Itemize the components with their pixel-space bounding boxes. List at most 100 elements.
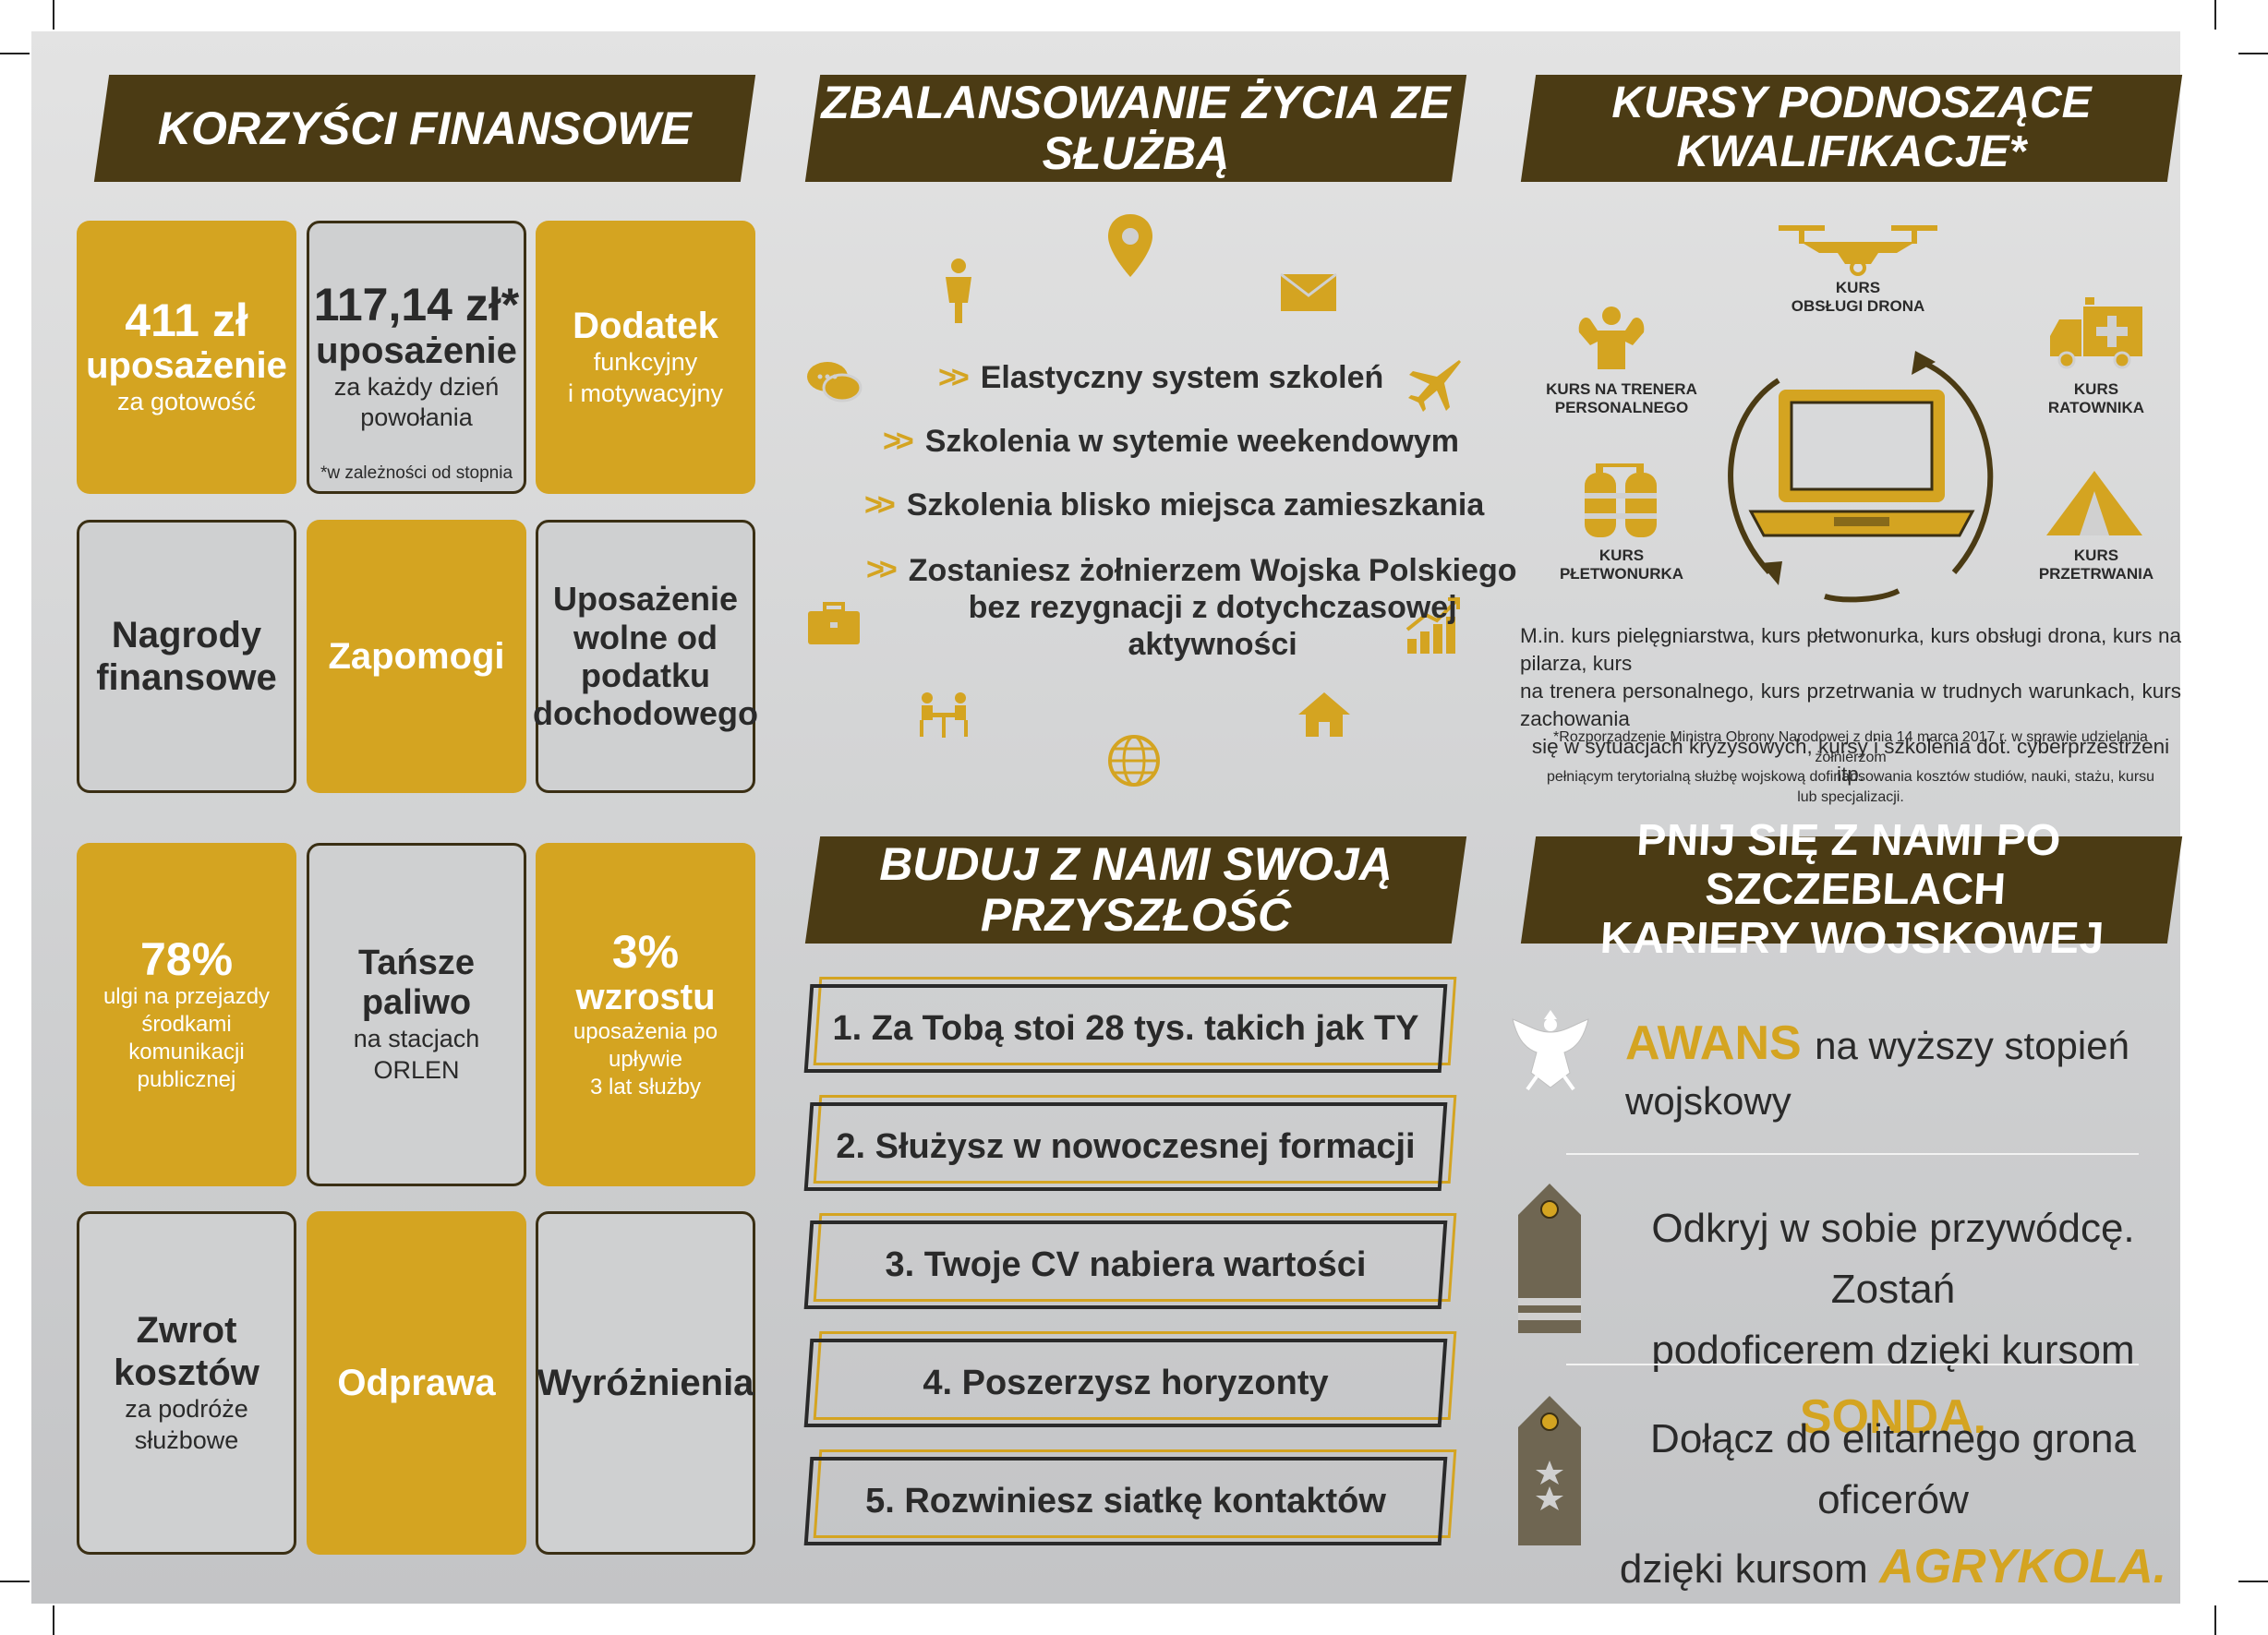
- career-nco-highlight: SONDA.: [1799, 1390, 1987, 1444]
- tile-benefits: Zapomogi: [307, 520, 526, 793]
- drone-icon: [1779, 225, 1937, 276]
- course-line: RATOWNIKA: [2047, 399, 2145, 417]
- courses-description-line: się w sytuacjach kryzysowych, kursy i sz…: [1531, 734, 2170, 786]
- tile-label: wzrostu: [575, 977, 716, 1018]
- courses-description-line: na trenera personalnego, kurs przetrwani…: [1520, 679, 2181, 730]
- course-line: OBSŁUGI DRONA: [1791, 297, 1925, 316]
- banner-career-line1: PNIJ SIĘ Z NAMI PO SZCZEBLACH: [1633, 815, 2064, 914]
- location-pin-icon: [1108, 214, 1152, 277]
- tile-sublabel: za gotowość: [116, 388, 257, 416]
- tile-readiness-pay: 411 zł uposażenie za gotowość: [77, 221, 296, 494]
- banner-future-text: BUDUJ Z NAMI SWOJĄ PRZYSZŁOŚĆ: [879, 838, 1393, 941]
- course-line: PRZETRWANIA: [2038, 565, 2154, 583]
- tile-label: Nagrody: [111, 615, 262, 655]
- banner-career-line2: KARIERY WOJSKOWEJ: [1596, 913, 2107, 963]
- tile-allowance: Dodatek funkcyjny i motywacyjny: [536, 221, 755, 494]
- courses-footnote-line: pełniącym terytorialną służbę wojskową d…: [1546, 769, 2155, 786]
- tile-daily-pay: 117,14 zł* uposażenie za każdy dzień pow…: [307, 221, 526, 494]
- career-nco-line1: Odkryj w sobie przywódcę. Zostań: [1651, 1206, 2135, 1312]
- crop-mark: [2238, 1581, 2268, 1582]
- crop-mark: [0, 1581, 30, 1582]
- course-line: KURS: [1598, 547, 1645, 564]
- future-item-4: 4. Poszerzysz horyzonty: [803, 1331, 1457, 1427]
- career-officer: Dołącz do elitarnego grona oficerów dzię…: [1607, 1409, 2179, 1603]
- future-item-text: 4. Poszerzysz horyzonty: [923, 1363, 1329, 1402]
- muscle-icon: [1578, 307, 1645, 369]
- tile-sublabel: i motywacyjny: [567, 379, 724, 407]
- tile-label: finansowe: [96, 657, 277, 698]
- tile-severance: Odprawa: [307, 1211, 526, 1555]
- career-officer-line2: dzięki kursom AGRYKOLA.: [1607, 1531, 2179, 1603]
- tile-label: wolne od podatku: [573, 618, 718, 694]
- divider-line: [1566, 1153, 2139, 1155]
- tile-value: 3%: [611, 925, 680, 978]
- double-chevron-icon: >>: [938, 360, 970, 395]
- banner-balance-text: ZBALANSOWANIE ŻYCIA ZE SŁUŻBĄ: [821, 77, 1451, 179]
- double-chevron-icon: >>: [866, 552, 898, 587]
- tile-sublabel: 3 lat służby: [589, 1075, 702, 1100]
- course-drone-label: KURS OBSŁUGI DRONA: [1756, 279, 1960, 317]
- double-chevron-icon: >>: [864, 487, 896, 523]
- tile-sublabel: za podróże służbowe: [125, 1395, 248, 1454]
- laptop-cycle-icon: [1728, 351, 1994, 603]
- career-promotion: AWANS na wyższy stopień wojskowy: [1625, 1016, 2179, 1126]
- banner-future: BUDUJ Z NAMI SWOJĄ PRZYSZŁOŚĆ: [804, 836, 1467, 944]
- courses-footnote: *Rozporządzenie Ministra Obrony Narodowe…: [1520, 727, 2181, 807]
- airplane-icon: [1408, 360, 1461, 412]
- tile-label: uposażenie: [316, 330, 517, 371]
- crop-mark: [2214, 0, 2216, 30]
- tile-distinctions: Wyróżnienia: [536, 1211, 755, 1555]
- tile-label: Zwrot kosztów: [114, 1310, 259, 1394]
- tile-value: 78%: [139, 932, 234, 985]
- banner-career: PNIJ SIĘ Z NAMI PO SZCZEBLACH KARIERY WO…: [1520, 816, 2183, 962]
- career-officer-highlight: AGRYKOLA.: [1879, 1540, 2167, 1593]
- tile-awards: Nagrody finansowe: [77, 520, 296, 793]
- diving-tank-icon: [1585, 463, 1657, 537]
- tile-footnote: *w zależności od stopnia: [320, 463, 513, 483]
- officer-epaulette-icon: [1518, 1396, 1581, 1545]
- crop-mark: [53, 0, 54, 30]
- meeting-icon: [920, 692, 968, 738]
- tile-sublabel: komunikacji publicznej: [128, 1040, 245, 1093]
- balance-item-line: aktywności: [1128, 627, 1297, 663]
- tile-label: Wyróżnienia: [537, 1363, 754, 1403]
- balance-item-text: Elastyczny system szkoleń: [980, 360, 1384, 395]
- course-line: PERSONALNEGO: [1554, 399, 1689, 417]
- future-item-3: 3. Twoje CV nabiera wartości: [803, 1213, 1457, 1309]
- envelope-icon: [1280, 273, 1337, 311]
- balance-item-text: Szkolenia w sytemie weekendowym: [924, 424, 1459, 459]
- future-item-text: 5. Rozwiniesz siatkę kontaktów: [865, 1481, 1386, 1521]
- balance-item-text: Szkolenia blisko miejsca zamieszkania: [906, 487, 1485, 523]
- career-promotion-highlight: AWANS: [1625, 1016, 1802, 1070]
- course-diver-label: KURS PŁETWONURKA: [1520, 547, 1723, 584]
- tile-label: uposażenie: [86, 345, 287, 387]
- course-line: KURS: [2073, 380, 2119, 398]
- tile-sublabel: ulgi na przejazdy środkami: [103, 984, 271, 1038]
- tile-sublabel: funkcyjny: [593, 348, 698, 377]
- banner-career-text: PNIJ SIĘ Z NAMI PO SZCZEBLACH KARIERY WO…: [1528, 816, 2175, 963]
- course-rescuer-label: KURS RATOWNIKA: [1995, 380, 2198, 418]
- banner-balance: ZBALANSOWANIE ŻYCIA ZE SŁUŻBĄ: [804, 75, 1467, 182]
- soldier-icon: [946, 258, 971, 323]
- future-item-2: 2. Służysz w nowoczesnej formacji: [803, 1095, 1457, 1191]
- tile-value: 117,14 zł*: [313, 279, 520, 331]
- tile-transport-discount: 78% ulgi na przejazdy środkami komunikac…: [77, 843, 296, 1186]
- banner-financial-text: KORZYŚCI FINANSOWE: [158, 102, 692, 154]
- tile-label: Zapomogi: [328, 636, 505, 677]
- tile-value: 411 zł: [125, 294, 248, 346]
- courses-description: M.in. kurs pielęgniarstwa, kurs płetwonu…: [1520, 622, 2181, 788]
- course-line: KURS: [2073, 547, 2119, 564]
- future-item-text: 1. Za Tobą stoi 28 tys. takich jak TY: [832, 1008, 1419, 1048]
- balance-item-2: >> Szkolenia w sytemie weekendowym: [883, 424, 1459, 460]
- tile-label: Dodatek: [573, 306, 718, 347]
- course-line: KURS: [1835, 279, 1881, 296]
- crop-mark: [53, 1605, 54, 1635]
- tile-tax-free: Uposażenie wolne od podatku dochodowego: [533, 520, 758, 793]
- balance-item-text: Zostaniesz żołnierzem Wojska Polskiego b…: [909, 552, 1517, 663]
- banner-courses-text: KURSY PODNOSZĄCE KWALIFIKACJE*: [1611, 78, 2092, 176]
- crop-mark: [2214, 1605, 2216, 1635]
- crop-mark: [2238, 53, 2268, 54]
- crop-mark: [0, 53, 30, 54]
- balance-item-1: >> Elastyczny system szkoleń: [938, 360, 1383, 396]
- course-trainer-label: KURS NA TRENERA PERSONALNEGO: [1520, 380, 1723, 418]
